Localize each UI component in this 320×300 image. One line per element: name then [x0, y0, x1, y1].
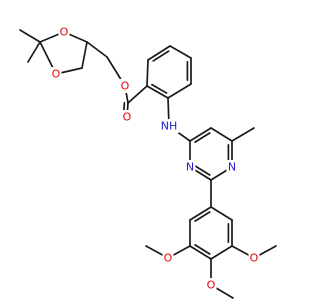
atom-label-background [226, 160, 238, 174]
atom-label-n-pyr-bottom: N [186, 161, 194, 174]
bond-a3-a4 [189, 245, 212, 260]
atom-label-background [184, 160, 196, 174]
bond-c4-c5 [81, 41, 88, 69]
atom-label-background [159, 119, 179, 133]
bond-c4-ch2 [86, 41, 108, 58]
bond-b1-b2 [146, 59, 149, 87]
atom-label-o-methoxy-left: O [164, 252, 173, 265]
bond-b6-b1-second [151, 83, 168, 94]
atom-label-background [205, 278, 217, 292]
bond-p2-pn3-second [194, 165, 211, 176]
bond-p6-me6 [231, 127, 255, 142]
bond-a1-a2 [189, 206, 212, 221]
bond-b5-b6 [167, 83, 192, 99]
bond-p4-p5-second [194, 132, 211, 143]
atom-label-background [119, 79, 131, 93]
atom-label-o-methoxy-center: O [207, 279, 216, 292]
atom-label-background [121, 110, 133, 124]
molecule-structure-diagram: O O O O NH N N O O O [19, 25, 277, 299]
bond-layer [19, 29, 277, 299]
atom-label-background [58, 25, 70, 39]
atom-label-o-carbonyl: O [123, 111, 132, 124]
atom-label-o-ring-bottom: O [52, 68, 61, 81]
bond-cc-b1 [127, 85, 148, 104]
bond-p4-p5 [189, 127, 212, 142]
atom-label-background [162, 251, 174, 265]
bond-p5-p6 [210, 127, 233, 142]
bond-a3-a4-second [194, 244, 211, 255]
atom-label-o-ring-top: O [60, 26, 69, 39]
atom-label-o-ester: O [121, 80, 130, 93]
atom-label-nh: NH [161, 120, 178, 133]
bond-me2-c2 [27, 41, 41, 63]
bond-a1-a2-second [194, 211, 211, 222]
bond-a6-a1 [210, 206, 233, 221]
bond-b6-b1 [146, 85, 169, 99]
bond-a4-a5 [210, 245, 233, 260]
atom-label-background [50, 67, 62, 81]
bond-b2-b3 [147, 45, 171, 61]
atom-label-o-methoxy-right: O [250, 252, 259, 265]
bond-b3-b4 [169, 45, 192, 59]
atom-label-n-pyr-right: N [228, 161, 236, 174]
bond-b2-b3-second [152, 50, 170, 62]
atom-label-layer: O O O O NH N N O O O [50, 25, 260, 292]
atom-label-background [248, 251, 260, 265]
bond-me1-c2 [19, 29, 41, 43]
